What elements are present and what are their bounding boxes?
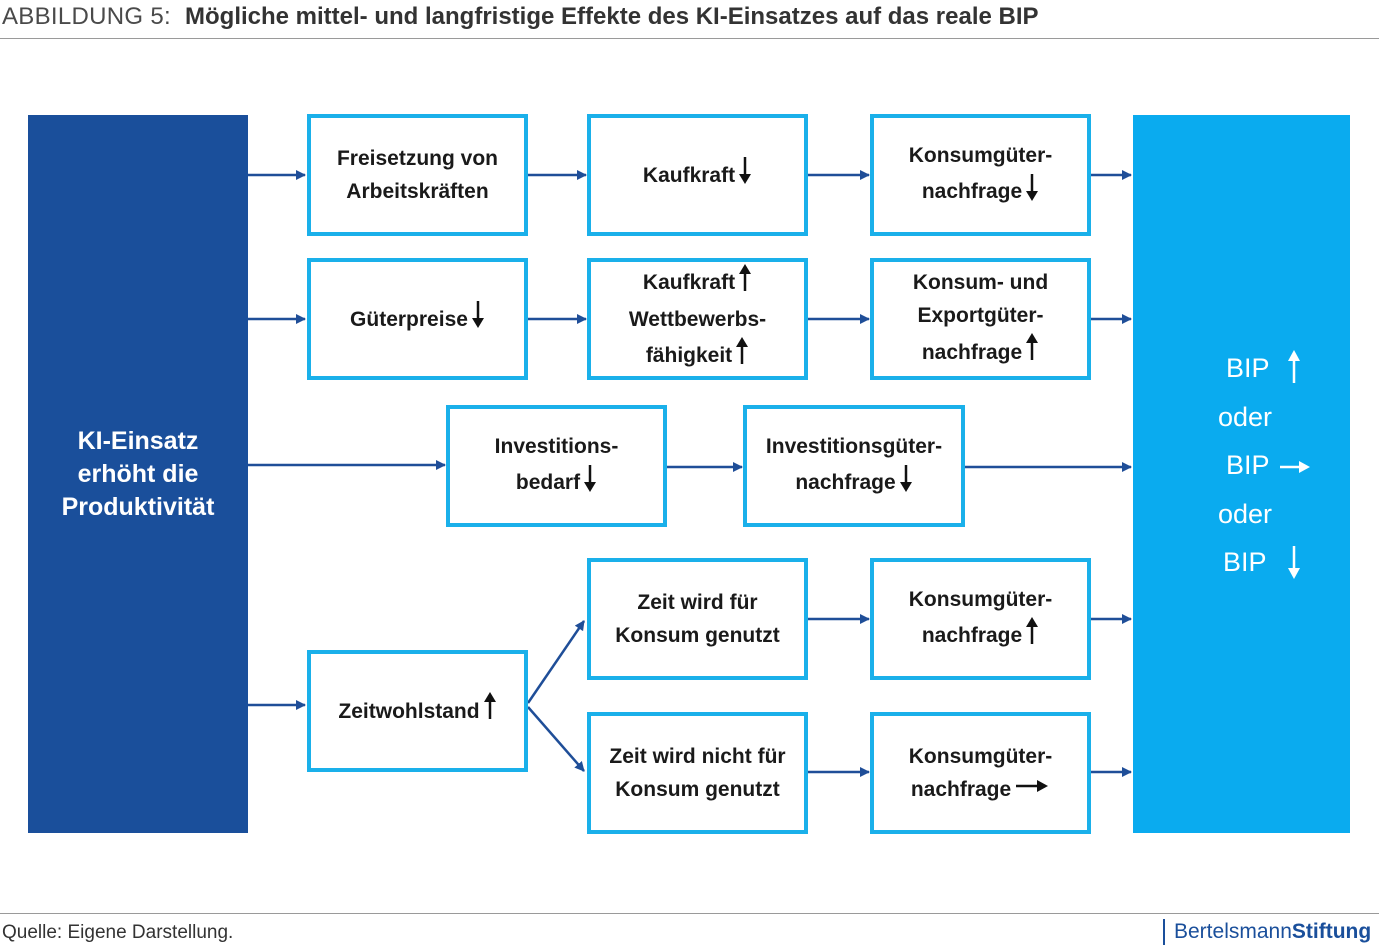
box-gueterpreise: Güterpreise xyxy=(307,258,528,380)
box-konsum4-line-1: Konsumgüter- xyxy=(908,587,1053,611)
arrow-down-icon xyxy=(468,299,485,339)
box-konsum1-line-2: nachfrage xyxy=(921,180,1023,203)
box-konsumgueter-1: Konsumgüter- nachfrage xyxy=(870,114,1091,236)
arrow-down-icon xyxy=(896,463,913,503)
box-investgueter-line-2: nachfrage xyxy=(795,471,896,494)
box-zeit-nicht-line-2: Konsum genutzt xyxy=(615,778,780,801)
box-export-line-2: Exportgüter- xyxy=(917,304,1044,327)
box-kaufkraft-wb-line-2: Wettbewerbs- xyxy=(628,307,767,331)
box-kaufkraft-wb-line-1: Kaufkraft xyxy=(642,271,736,294)
box-konsum-export: Konsum- und Exportgüter- nachfrage xyxy=(870,258,1091,380)
box-zeit-konsum-line-2: Konsum genutzt xyxy=(615,624,780,647)
box-invest-line-2: bedarf xyxy=(515,471,581,494)
arrow-zeitwohlstand-to-konsum xyxy=(526,620,586,704)
box-kaufkraft-wettbewerb: Kaufkraft Wettbewerbs- fähigkeit xyxy=(587,258,808,380)
arrow-up-icon xyxy=(1286,349,1302,390)
arrow-up-icon xyxy=(735,263,752,303)
box-investitionsgueter: Investitionsgüter- nachfrage xyxy=(743,405,965,527)
oder-label-1: oder xyxy=(1218,402,1273,432)
box-gueterpreise-label: Güterpreise xyxy=(350,307,468,331)
brand-bold: Stiftung xyxy=(1291,920,1372,943)
box-export-line-1: Konsum- und xyxy=(912,271,1049,294)
arrow-right-icon xyxy=(1011,773,1050,806)
box-investitionsbedarf: Investitions- bedarf xyxy=(446,405,667,527)
arrow-down-icon xyxy=(580,463,597,503)
box-freisetzung: Freisetzung von Arbeitskräften xyxy=(307,114,528,236)
arrow-down-icon xyxy=(735,155,752,195)
arrow-up-icon xyxy=(480,691,497,731)
box-konsum5-line-1: Konsumgüter- xyxy=(908,745,1053,768)
arrow-down-icon xyxy=(1022,172,1039,212)
arrow-right-icon xyxy=(1278,457,1312,482)
box-freisetzung-line-2: Arbeitskräften xyxy=(346,180,489,203)
arrow-up-icon xyxy=(1022,332,1039,372)
box-zeitwohlstand-label: Zeitwohlstand xyxy=(338,699,480,723)
footer-divider xyxy=(0,913,1379,914)
arrow-zeitwohlstand-to-nicht xyxy=(527,706,585,772)
bip-label-1: BIP xyxy=(1226,353,1270,383)
arrow-up-icon xyxy=(732,336,749,376)
box-kaufkraft-label: Kaufkraft xyxy=(642,163,736,187)
figure-header: ABBILDUNG 5: Mögliche mittel- und langfr… xyxy=(0,0,1379,39)
box-konsum4-line-2: nachfrage xyxy=(921,624,1023,647)
box-export-line-3: nachfrage xyxy=(921,340,1023,364)
bip-label-2: BIP xyxy=(1226,450,1270,480)
box-invest-line-1: Investitions- xyxy=(494,434,619,458)
figure-label: ABBILDUNG 5: xyxy=(2,3,171,30)
brand-bar xyxy=(1163,919,1165,945)
bip-label-3: BIP xyxy=(1223,547,1267,577)
box-zeit-nicht-konsum: Zeit wird nicht für Konsum genutzt xyxy=(587,712,808,834)
brand-logo: BertelsmannStiftung xyxy=(1174,920,1371,944)
box-kaufkraft-wb-line-3: fähigkeit xyxy=(645,344,733,367)
box-freisetzung-line-1: Freisetzung von xyxy=(336,147,499,170)
ki-einsatz-line-2: erhöht die xyxy=(77,459,199,488)
box-kaufkraft-down: Kaufkraft xyxy=(587,114,808,236)
box-zeit-nicht-line-1: Zeit wird nicht für xyxy=(609,745,786,768)
box-konsumgueter-5: Konsumgüter- nachfrage xyxy=(870,712,1091,834)
figure-title: Mögliche mittel- und langfristige Effekt… xyxy=(185,3,1039,30)
box-investgueter-line-1: Investitionsgüter- xyxy=(765,434,943,458)
brand-regular: Bertelsmann xyxy=(1174,920,1292,943)
box-konsumgueter-4: Konsumgüter- nachfrage xyxy=(870,558,1091,680)
box-zeit-konsum: Zeit wird für Konsum genutzt xyxy=(587,558,808,680)
arrow-up-icon xyxy=(1022,616,1039,656)
source-note: Quelle: Eigene Darstellung. xyxy=(2,922,234,943)
oder-label-2: oder xyxy=(1218,499,1273,529)
ki-einsatz-block: KI-Einsatz erhöht die Produktivität xyxy=(28,115,248,833)
box-zeitwohlstand: Zeitwohlstand xyxy=(307,650,528,772)
ki-einsatz-line-3: Produktivität xyxy=(61,492,215,521)
ki-einsatz-line-1: KI-Einsatz xyxy=(77,426,199,455)
box-konsum1-line-1: Konsumgüter- xyxy=(908,143,1053,167)
box-konsum5-line-2: nachfrage xyxy=(910,778,1012,801)
box-zeit-konsum-line-1: Zeit wird für xyxy=(637,591,758,614)
arrow-down-icon xyxy=(1286,544,1302,585)
bip-block xyxy=(1133,115,1350,833)
